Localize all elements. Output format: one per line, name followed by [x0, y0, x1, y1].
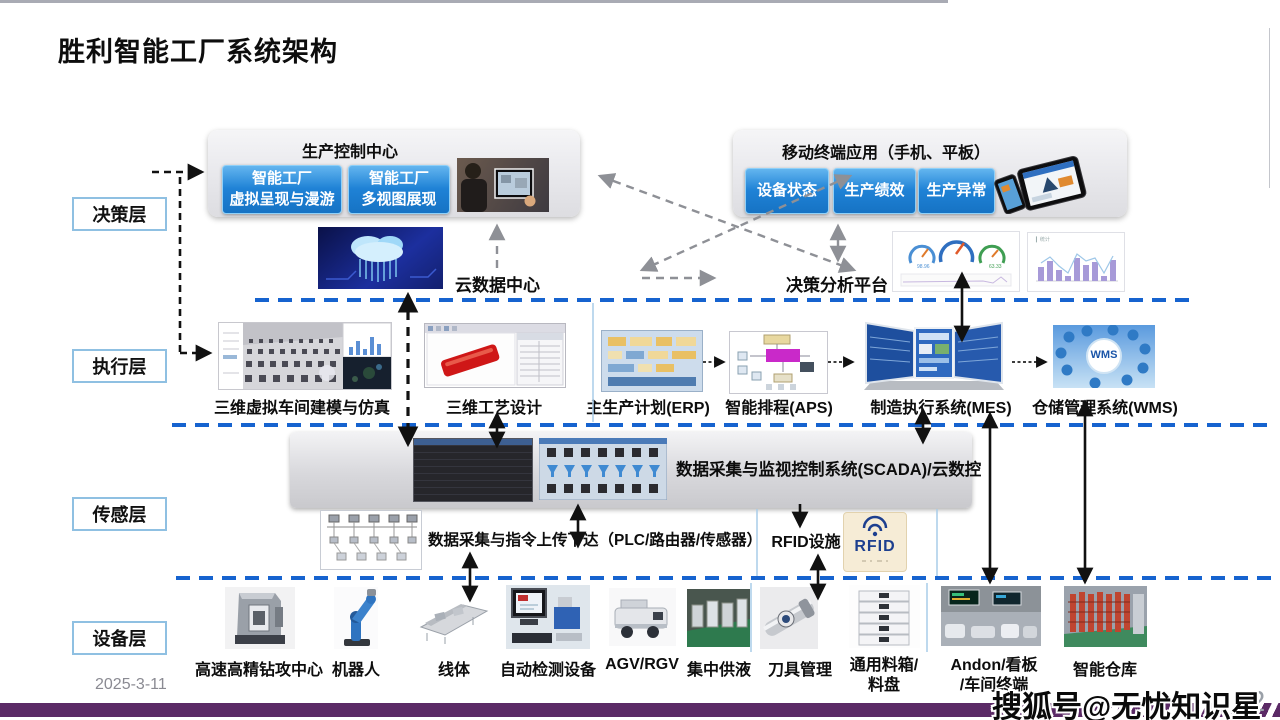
gauge-dashboard-image: 98.96 63.33: [892, 231, 1020, 292]
andon-board-image: [941, 586, 1041, 646]
line-body-image: [415, 589, 493, 646]
operator-tablet-photo: [457, 158, 549, 212]
svg-text:63.33: 63.33: [989, 264, 1002, 270]
layer-tag-execution: 执行层: [72, 349, 167, 383]
multi-view-button[interactable]: 智能工厂 多视图展现: [348, 165, 450, 214]
layer-tag-equipment-label: 设备层: [92, 629, 147, 649]
scada-label: 数据采集与监视控制系统(SCADA)/云数控: [676, 461, 982, 479]
line-body-label: 线体: [437, 662, 470, 679]
tool-management-label: 刀具管理: [767, 662, 832, 679]
material-tray-label: 通用料箱/ 料盘: [849, 657, 919, 694]
virtual-workshop-image: [218, 322, 392, 390]
rfid-icon: RFID: [843, 512, 907, 572]
plc-network-image: [320, 510, 422, 570]
slide-date: 2025-3-11: [95, 676, 167, 693]
production-exception-button[interactable]: 生产异常: [918, 168, 995, 214]
layer-tag-decision: 决策层: [72, 197, 167, 231]
coolant-label: 集中供液: [686, 662, 751, 679]
tool-management-image: [760, 587, 818, 649]
wms-label: 仓储管理系统(WMS): [1032, 400, 1178, 417]
layer-tag-sensing: 传感层: [72, 497, 167, 531]
virtual-workshop-label: 三维虚拟车间建模与仿真: [213, 400, 390, 417]
rfid-label: RFID设施: [771, 534, 841, 551]
robot-arm-image: [334, 587, 378, 649]
wms-image: WMS: [1053, 325, 1155, 388]
layer-tag-sensing-label: 传感层: [92, 505, 147, 525]
top-stripe: [0, 0, 948, 3]
inspection-label: 自动检测设备: [499, 662, 596, 679]
tablet-phone-image: [993, 150, 1088, 214]
layer-tag-execution-label: 执行层: [92, 357, 147, 377]
process-design-cad-image: [424, 323, 566, 388]
page-title: 胜利智能工厂系统架构: [58, 37, 338, 67]
footer-bar-stripes: [1092, 703, 1280, 717]
footer-bar: [0, 703, 1092, 717]
production-control-center-title: 生产控制中心: [301, 144, 398, 161]
erp-plan-image: [601, 330, 703, 392]
scada-devices-screenshot: [539, 438, 667, 500]
material-tray-image: [849, 585, 920, 648]
coolant-supply-image: [687, 589, 750, 647]
cnc-machine-label: 高速高精钻攻中心: [194, 662, 323, 679]
plc-label: 数据采集与指令上传下达（PLC/路由器/传感器）: [428, 532, 763, 549]
mobile-terminal-title: 移动终端应用（手机、平板）: [781, 145, 990, 162]
process-design-label: 三维工艺设计: [445, 400, 542, 417]
svg-text:98.96: 98.96: [917, 264, 930, 270]
aps-scheduling-image: [729, 331, 828, 394]
cloud-data-center-label: 云数据中心: [455, 276, 540, 295]
wms-icon-text: WMS: [1090, 349, 1118, 361]
cnc-machine-image: [225, 587, 295, 649]
inspection-equipment-image: [506, 585, 590, 649]
decision-analysis-platform-label: 决策分析平台: [786, 276, 888, 295]
cloud-data-center-image: [318, 227, 443, 289]
smart-warehouse-label: 智能仓库: [1072, 662, 1137, 679]
erp-label: 主生产计划(ERP): [586, 400, 710, 417]
production-performance-button[interactable]: 生产绩效: [833, 168, 916, 214]
mes-label: 制造执行系统(MES): [870, 400, 1012, 417]
rfid-icon-text: RFID: [854, 538, 896, 555]
mes-screens-image: [858, 317, 1010, 392]
virtual-presentation-button[interactable]: 智能工厂 虚拟呈现与漫游: [222, 165, 342, 214]
agv-label: AGV/RGV: [605, 656, 679, 673]
right-border-line: [1269, 28, 1270, 188]
bar-chart-image: ▎统计: [1027, 232, 1125, 292]
page-number: 32: [1233, 686, 1266, 718]
layer-tag-equipment: 设备层: [72, 621, 167, 655]
agv-image: [609, 588, 676, 646]
watermark-text: 搜狐号@无忧知识星球: [992, 691, 1262, 720]
svg-text:▎统计: ▎统计: [1035, 236, 1050, 243]
smart-warehouse-image: [1064, 586, 1147, 647]
andon-label: Andon/看板 /车间终端: [950, 657, 1038, 694]
aps-label: 智能排程(APS): [725, 400, 833, 417]
scada-table-screenshot: [413, 438, 533, 502]
layer-tag-decision-label: 决策层: [92, 205, 147, 225]
device-status-button[interactable]: 设备状态: [745, 168, 829, 214]
robot-label: 机器人: [331, 662, 380, 679]
